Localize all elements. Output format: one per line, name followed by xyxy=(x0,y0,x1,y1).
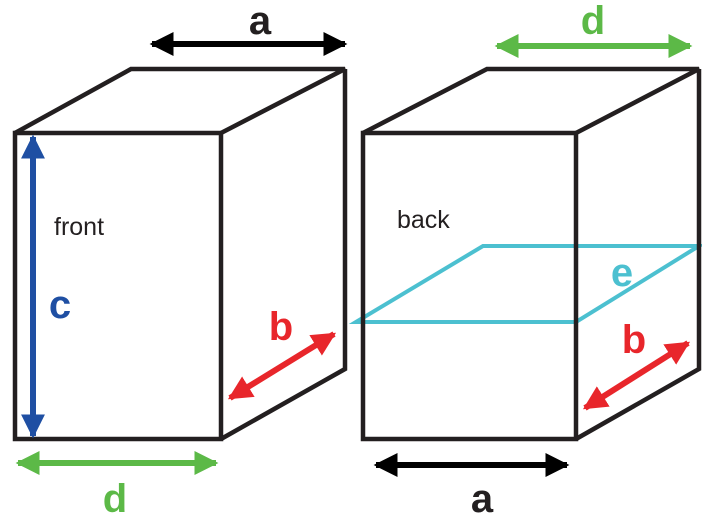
left-label-a: a xyxy=(249,0,272,43)
right-face-label: back xyxy=(397,206,450,234)
left-box-top-face xyxy=(13,66,347,135)
right-label-e: e xyxy=(611,251,633,295)
right-plane-e xyxy=(348,244,702,324)
right-label-b: b xyxy=(622,318,646,362)
right-box-side-face xyxy=(574,69,702,441)
right-box: back d e b a xyxy=(348,0,702,517)
right-label-d: d xyxy=(581,0,605,43)
right-box-front-face xyxy=(360,130,579,442)
left-box-side-face xyxy=(219,69,348,441)
left-label-c: c xyxy=(49,283,71,327)
left-label-b: b xyxy=(269,305,293,349)
left-label-d: d xyxy=(103,477,127,517)
left-box-front-face xyxy=(12,130,224,442)
right-box-top-face xyxy=(361,66,701,135)
left-box: front a c b d xyxy=(12,0,348,517)
left-face-label: front xyxy=(54,213,104,241)
left-dimension-b-arrow xyxy=(227,331,337,401)
right-label-a: a xyxy=(471,477,494,517)
right-dimension-b-arrow xyxy=(582,340,691,411)
